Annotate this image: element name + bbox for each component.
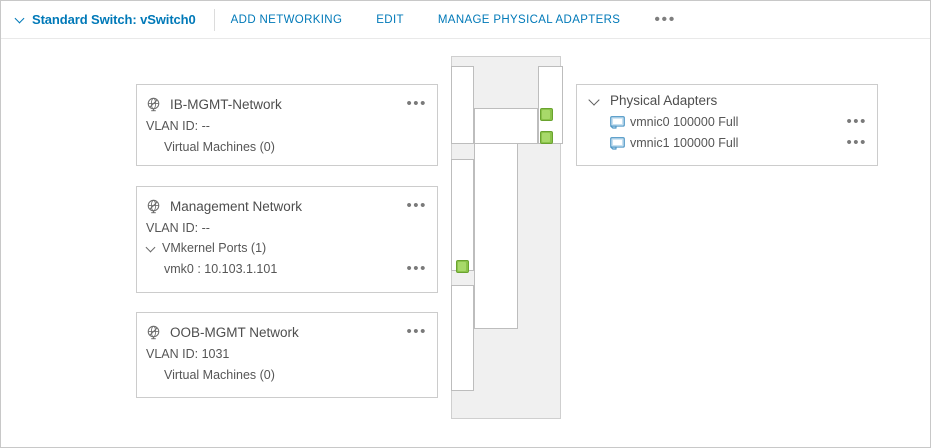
- port-group-virtual-machines-count: Virtual Machines (0): [164, 140, 275, 154]
- toolbar-divider: [213, 8, 215, 31]
- port-group-header: Management Network •••: [137, 193, 437, 219]
- uplink-connector-1-status-icon: [540, 108, 553, 121]
- port-group-overflow-menu-icon[interactable]: •••: [406, 95, 427, 112]
- network-port-group-icon: [147, 199, 160, 213]
- switch-connection-diagram: [451, 56, 563, 419]
- diagram-channel-left-2: [451, 159, 474, 271]
- physical-adapter-overflow-menu-icon[interactable]: •••: [846, 113, 867, 130]
- port-group-vlan-id: VLAN ID: 1031: [146, 347, 230, 361]
- vmkernel-connector-status-icon: [456, 260, 469, 273]
- port-group-card-ib-mgmt-network[interactable]: IB-MGMT-Network ••• VLAN ID: -- Virtual …: [136, 84, 438, 166]
- chevron-down-icon[interactable]: [146, 242, 158, 254]
- port-group-header: OOB-MGMT Network •••: [137, 319, 437, 345]
- port-group-card-management-network[interactable]: Management Network ••• VLAN ID: -- VMker…: [136, 186, 438, 293]
- edit-button[interactable]: EDIT: [376, 13, 404, 26]
- physical-adapters-title: Physical Adapters: [610, 93, 718, 108]
- physical-adapters-header[interactable]: Physical Adapters: [577, 93, 877, 108]
- nic-adapter-icon: [610, 115, 625, 129]
- port-group-vlan-id: VLAN ID: --: [146, 119, 210, 133]
- physical-adapter-row-vmnic0[interactable]: vmnic0 100000 Full •••: [577, 113, 877, 130]
- port-group-card-oob-mgmt-network[interactable]: OOB-MGMT Network ••• VLAN ID: 1031 Virtu…: [136, 312, 438, 398]
- port-group-name: Management Network: [170, 198, 303, 214]
- port-group-name: OOB-MGMT Network: [170, 324, 299, 340]
- vmkernel-ports-label: VMkernel Ports (1): [162, 241, 267, 255]
- port-group-overflow-menu-icon[interactable]: •••: [406, 323, 427, 340]
- vmkernel-ports-group[interactable]: VMkernel Ports (1): [137, 241, 437, 255]
- toolbar-overflow-menu-icon[interactable]: •••: [654, 10, 676, 28]
- port-group-header: IB-MGMT-Network •••: [137, 91, 437, 117]
- add-networking-button[interactable]: ADD NETWORKING: [230, 13, 343, 26]
- diagram-trunk-horizontal-top: [474, 108, 538, 144]
- vmkernel-port-label: vmk0 : 10.103.1.101: [164, 262, 278, 276]
- diagram-channel-left-1: [451, 66, 474, 144]
- port-group-name: IB-MGMT-Network: [170, 96, 282, 112]
- vmkernel-port-row[interactable]: vmk0 : 10.103.1.101 •••: [137, 260, 437, 277]
- physical-adapters-card[interactable]: Physical Adapters vmnic0 100000 Full •••…: [576, 84, 878, 166]
- switch-toolbar: Standard Switch: vSwitch0 ADD NETWORKING…: [1, 1, 930, 39]
- chevron-down-icon[interactable]: [589, 94, 602, 107]
- physical-adapter-label: vmnic0 100000 Full: [630, 115, 739, 129]
- diagram-channel-left-3: [451, 285, 474, 391]
- nic-adapter-icon: [610, 136, 625, 150]
- chevron-down-icon[interactable]: [15, 14, 26, 25]
- physical-adapter-overflow-menu-icon[interactable]: •••: [846, 134, 867, 151]
- topology-canvas: IB-MGMT-Network ••• VLAN ID: -- Virtual …: [1, 40, 930, 447]
- diagram-trunk-vertical: [474, 108, 518, 329]
- page-title: Standard Switch: vSwitch0: [32, 12, 196, 27]
- port-group-vlan-id: VLAN ID: --: [146, 221, 210, 235]
- vmkernel-port-overflow-menu-icon[interactable]: •••: [406, 260, 427, 277]
- network-port-group-icon: [147, 97, 160, 111]
- manage-physical-adapters-button[interactable]: MANAGE PHYSICAL ADAPTERS: [437, 13, 621, 26]
- uplink-connector-2-status-icon: [540, 131, 553, 144]
- network-port-group-icon: [147, 325, 160, 339]
- physical-adapter-label: vmnic1 100000 Full: [630, 136, 739, 150]
- port-group-virtual-machines-count: Virtual Machines (0): [164, 368, 275, 382]
- port-group-overflow-menu-icon[interactable]: •••: [406, 197, 427, 214]
- physical-adapter-row-vmnic1[interactable]: vmnic1 100000 Full •••: [577, 134, 877, 151]
